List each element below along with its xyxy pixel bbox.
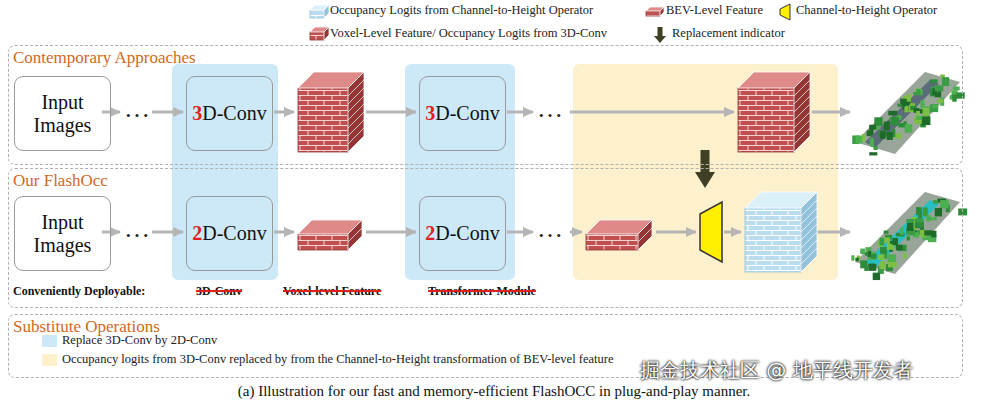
row-heading: Conveniently Deployable:: [13, 284, 145, 299]
flow-arrow: [815, 231, 850, 234]
voxel-feature: [586, 220, 652, 250]
flow-arrow: [274, 231, 294, 234]
voxel-feature: [298, 220, 362, 250]
voxel-feature: [646, 7, 664, 16]
ellipsis: …: [124, 214, 150, 244]
replacement-icon: [658, 27, 663, 37]
flow-arrow: [274, 111, 294, 114]
box-label: 2D-Conv: [192, 222, 266, 245]
occupancy-prediction: [852, 72, 964, 155]
removed-item: Voxel-level Feature: [283, 284, 381, 299]
channel-to-height-operator: [700, 202, 722, 262]
flow-arrow: [724, 231, 741, 234]
legend-text: Voxel-Level Feature/ Occupancy Logits fr…: [330, 26, 607, 41]
flow-arrow: [152, 111, 183, 114]
removed-item: 3D-Conv: [196, 284, 242, 299]
box-label: 3D-Conv: [425, 102, 499, 125]
voxel-feature: [310, 27, 329, 40]
process-box: 2D-Conv: [419, 196, 506, 271]
flow-arrow: [656, 231, 696, 234]
legend-text: Replacement indicator: [672, 26, 785, 41]
legend-text: Channel-to-Height Operator: [796, 3, 937, 18]
legend-swatch: [42, 354, 57, 366]
blue-column: [405, 64, 515, 280]
flow-arrow: [507, 231, 533, 234]
legend-swatch: [42, 335, 57, 347]
caption: (a) Illustration for our fast and memory…: [0, 383, 988, 400]
process-box: 2D-Conv: [186, 196, 273, 271]
box-label: Input Images: [15, 211, 110, 257]
blue-column: [172, 64, 278, 280]
section-title: Contemporary Approaches: [13, 48, 196, 68]
operator-icon: [780, 4, 790, 20]
legend-text: Occupancy Logits from Channel-to-Height …: [330, 3, 593, 18]
flow-arrow: [507, 111, 533, 114]
box-label: 3D-Conv: [192, 102, 266, 125]
process-box: Input Images: [14, 196, 111, 271]
legend-text: Replace 3D-Conv by 2D-Conv: [62, 333, 217, 348]
replacement-arrow: [701, 150, 710, 176]
flow-arrow: [366, 231, 416, 234]
yellow-region: [573, 64, 838, 280]
flow-arrow: [102, 111, 120, 114]
watermark: 掘金技术社区 @ 地平线开发者: [640, 357, 913, 384]
box-label: Input Images: [15, 91, 110, 137]
process-box: 3D-Conv: [186, 76, 273, 151]
ellipsis: …: [537, 94, 563, 124]
ellipsis: …: [537, 214, 563, 244]
ellipsis: …: [124, 94, 150, 124]
section-title: Our FlashOcc: [13, 171, 108, 191]
legend-text: Occupancy logits from 3D-Conv replaced b…: [62, 352, 613, 367]
occupancy-logits: [745, 192, 817, 272]
replacement-icon: [654, 36, 666, 43]
flow-arrow: [102, 231, 120, 234]
removed-item: Transformer Module: [428, 284, 536, 299]
flow-arrow: [812, 111, 850, 114]
legend-text: BEV-Level Feature: [666, 3, 763, 18]
occupancy-logits: [310, 5, 329, 18]
process-box: 3D-Conv: [419, 76, 506, 151]
section-panel: Contemporary ApproachesInput Images 3D-Co…: [8, 45, 963, 165]
process-box: Input Images: [14, 76, 111, 151]
voxel-feature: [298, 72, 364, 152]
occupancy-prediction: [851, 192, 967, 280]
flow-arrow: [570, 111, 734, 114]
flow-arrow: [152, 231, 183, 234]
box-label: 2D-Conv: [425, 222, 499, 245]
voxel-feature: [738, 72, 810, 152]
flow-arrow: [570, 231, 582, 234]
flow-arrow: [366, 111, 416, 114]
